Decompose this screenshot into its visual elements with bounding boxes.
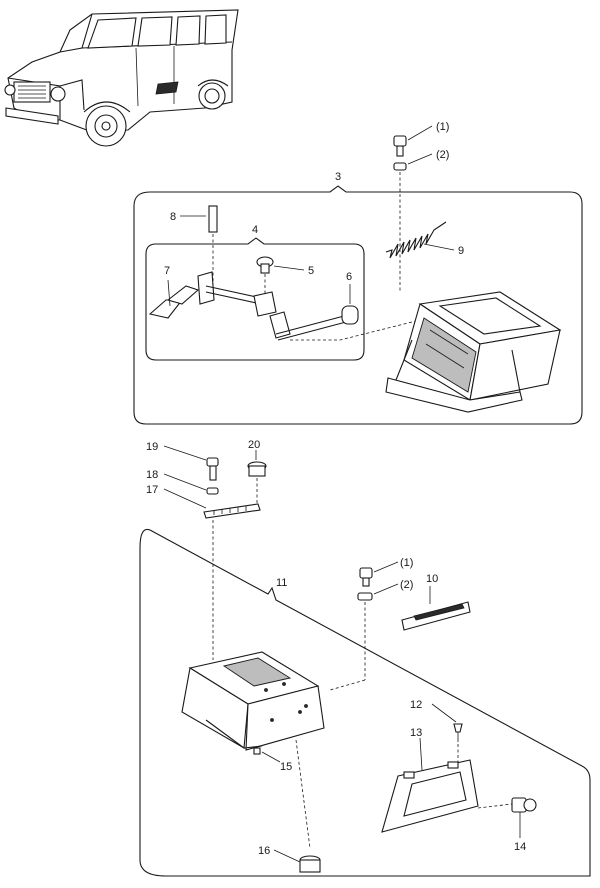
callout-20: 20 xyxy=(248,439,260,451)
rail-icon xyxy=(401,601,471,631)
callout-3: 3 xyxy=(335,171,341,183)
bolt-icon xyxy=(393,135,407,157)
callout-18: 18 xyxy=(146,469,158,481)
callout-5: 5 xyxy=(308,265,314,277)
bolt-icon xyxy=(206,457,219,481)
lower-assembly-group xyxy=(139,528,591,877)
callout-labels: (1) (2) 3 8 4 9 5 6 7 19 20 18 17 (1) (2… xyxy=(146,121,526,857)
upper-assembly-group xyxy=(133,135,583,425)
housing-box-icon xyxy=(181,651,325,751)
group-4-frame xyxy=(145,237,365,361)
callout-19: 19 xyxy=(146,441,158,453)
washer-icon xyxy=(393,162,407,171)
pin-icon xyxy=(208,205,218,233)
callout-15: 15 xyxy=(280,761,292,773)
knob-icon xyxy=(341,305,359,325)
screw-icon xyxy=(253,747,261,755)
callout-1-top: (1) xyxy=(436,121,449,133)
callout-6: 6 xyxy=(346,271,352,283)
callout-9: 9 xyxy=(458,245,464,257)
washer-icon xyxy=(357,592,373,601)
strip-icon xyxy=(203,503,261,519)
cap-icon xyxy=(247,461,267,477)
callout-17: 17 xyxy=(146,484,158,496)
cap-icon xyxy=(299,855,321,873)
callout-11: 11 xyxy=(276,577,287,589)
callout-13: 13 xyxy=(410,727,422,739)
callout-2-top: (2) xyxy=(436,149,449,161)
callout-16: 16 xyxy=(258,845,270,857)
screw-icon xyxy=(453,723,463,742)
leader-lines xyxy=(163,125,521,863)
callout-8: 8 xyxy=(170,211,176,223)
callout-4: 4 xyxy=(252,224,258,236)
cover-plate-icon xyxy=(381,759,479,833)
callout-10: 10 xyxy=(426,573,438,585)
bracket-housing-icon xyxy=(385,291,562,413)
callout-14: 14 xyxy=(514,841,526,853)
callout-7: 7 xyxy=(164,265,170,277)
callout-1-lower: (1) xyxy=(400,557,413,569)
callout-12: 12 xyxy=(410,699,422,711)
knob-icon xyxy=(511,797,537,813)
nut-icon xyxy=(206,487,219,495)
group-11-frame xyxy=(139,528,591,877)
upper-loose-parts xyxy=(203,457,267,660)
lever-icon xyxy=(148,271,347,341)
group-3-frame xyxy=(133,185,583,425)
callout-2-lower: (2) xyxy=(400,579,413,591)
screw-icon xyxy=(256,256,274,274)
spring-icon xyxy=(385,221,447,259)
bolt-icon xyxy=(359,567,373,587)
vehicle-illustration xyxy=(4,9,239,147)
